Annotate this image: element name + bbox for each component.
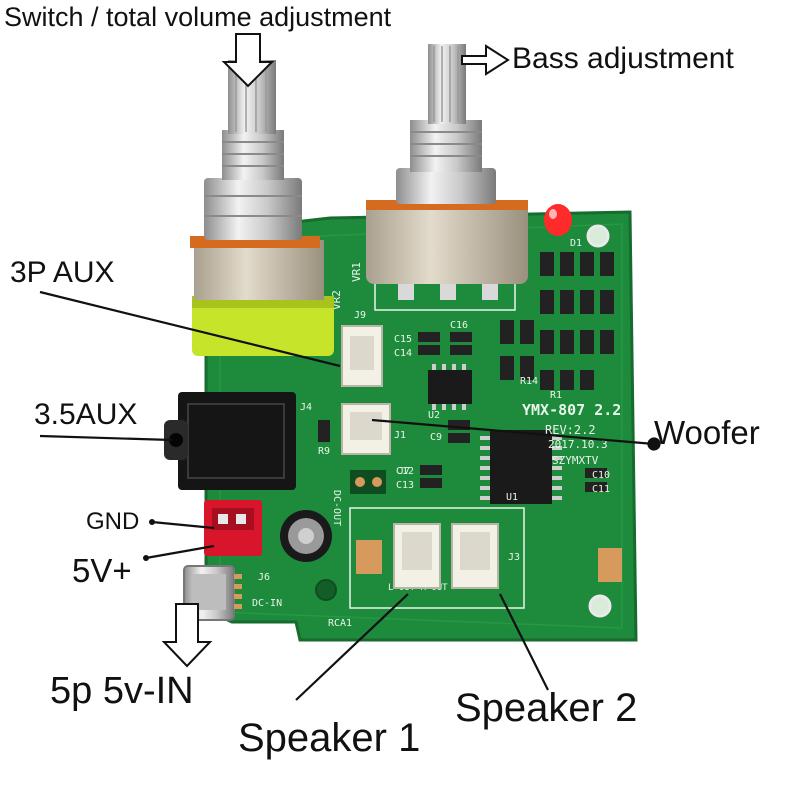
dc-in-text: DC-IN (252, 598, 282, 609)
u2-text: U2 (428, 410, 440, 421)
label-speaker-1: Speaker 1 (238, 716, 421, 760)
ic-u1 (480, 430, 562, 504)
mount-hole (588, 594, 612, 618)
ic-u2 (428, 364, 472, 410)
dot-gnd (149, 519, 155, 525)
label-speaker-2: Speaker 2 (455, 686, 638, 730)
pointer-5v (145, 544, 215, 560)
electrolytic-capacitor (280, 510, 332, 562)
mount-hole (315, 579, 337, 601)
c16-text: C16 (450, 320, 468, 331)
dc-out-text: DC-OUT (331, 490, 342, 526)
pointer-woofer (371, 418, 661, 451)
label-gnd: GND (86, 508, 140, 535)
j9-text: J9 (354, 310, 366, 321)
arrow-down-volume-icon (221, 33, 275, 88)
board-date: 2017.10.3 (548, 438, 608, 451)
pointer-dots (143, 519, 155, 561)
pointer-3-5-aux (39, 434, 173, 442)
pad (598, 548, 622, 582)
power-connector-red (204, 500, 262, 556)
pointer-speaker-2 (499, 593, 549, 691)
smd-components (318, 252, 614, 492)
bass-potentiometer (366, 44, 528, 300)
aux-3-5mm-jack (164, 392, 296, 490)
c11-text: C11 (592, 484, 610, 495)
connector-speaker-1 (393, 523, 441, 589)
c13-text: C13 (396, 480, 414, 491)
connector-j9 (341, 325, 383, 387)
vr1-text: VR1 (350, 262, 363, 282)
pointer-3p-aux (39, 290, 341, 368)
label-woofer: Woofer (654, 414, 760, 451)
c12-text: C12 (396, 466, 414, 477)
label-power-in: 5p 5v-IN (50, 670, 194, 712)
rca-text: RCA1 (328, 618, 352, 629)
u1-text: U1 (506, 492, 518, 503)
c14-text: C14 (394, 348, 412, 359)
j7-text: J7 (398, 466, 410, 477)
r9-text: R9 (318, 446, 330, 457)
j6-text: J6 (258, 572, 270, 583)
arrow-down-power-icon (161, 603, 213, 668)
pad (356, 540, 382, 574)
speaker-connector-outline (349, 507, 525, 609)
label-switch-volume: Switch / total volume adjustment (4, 2, 392, 32)
pointer-lines (39, 290, 661, 701)
board-rev: REV:2.2 (545, 423, 596, 437)
label-3-5-aux: 3.5AUX (34, 398, 138, 431)
r1-text: R1 (550, 390, 562, 401)
c10-text: C10 (592, 470, 610, 481)
d1-text: D1 (570, 238, 582, 249)
j1-text: J1 (394, 430, 406, 441)
pointer-speaker-1 (295, 593, 409, 701)
board-maker: SZYMXTV (552, 454, 599, 467)
volume-switch-potentiometer (190, 60, 334, 356)
arrow-right-bass-icon (461, 44, 510, 76)
pointer-gnd (151, 520, 215, 530)
c15-text: C15 (394, 334, 412, 345)
c9-text: C9 (430, 432, 442, 443)
label-3p-aux: 3P AUX (10, 256, 115, 289)
label-bass: Bass adjustment (512, 42, 734, 75)
board-model: YMX-807 2.2 (522, 401, 621, 419)
red-led (544, 204, 572, 236)
connector-j1 (341, 403, 391, 455)
mount-hole (586, 224, 610, 248)
connector-speaker-2 (451, 523, 499, 589)
j4-text: J4 (300, 402, 312, 413)
dot-5v (143, 555, 149, 561)
label-5v-plus: 5V+ (72, 552, 132, 589)
j3-text: J3 (508, 552, 520, 563)
r14-text: R14 (520, 376, 538, 387)
